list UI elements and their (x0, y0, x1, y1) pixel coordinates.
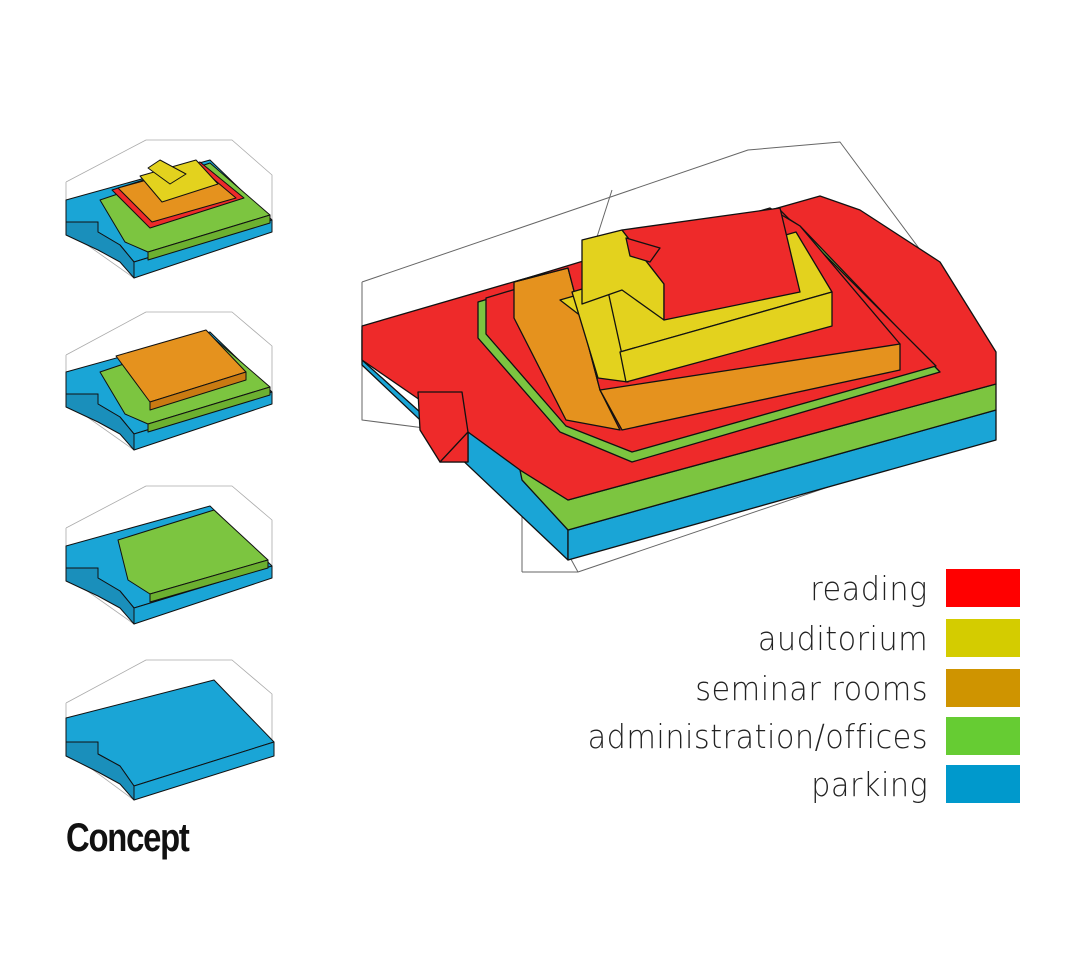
auditorium-top (147, 159, 187, 185)
auditorium-front (619, 291, 833, 383)
envelope-edge (595, 189, 613, 241)
legend-swatch (946, 569, 1020, 607)
reading-notch (417, 391, 469, 463)
legend-item-parking: parking (801, 764, 1020, 804)
main-axonometric (361, 141, 997, 573)
stage-diagram-parking (65, 659, 275, 801)
parking-front (133, 741, 275, 801)
legend-label: auditorium (757, 618, 928, 658)
legend-swatch (946, 619, 1020, 657)
administration-front (147, 214, 271, 261)
legend-label: parking (810, 764, 928, 804)
stage-diagram-administration (65, 485, 273, 625)
legend-label: reading (810, 568, 928, 608)
auditorium-tower-top (621, 207, 801, 321)
glass-envelope (361, 141, 997, 573)
legend-item-auditorium: auditorium (743, 618, 1020, 658)
legend-label: seminar rooms (695, 668, 928, 708)
legend-swatch (946, 717, 1020, 755)
legend-swatch (946, 765, 1020, 803)
stage-diagram-full-program (65, 139, 273, 279)
legend-swatch (946, 669, 1020, 707)
administration-front (149, 559, 269, 603)
seminar-step-front (599, 343, 901, 431)
legend-item-seminar-rooms: seminar rooms (675, 668, 1020, 708)
legend-label: administration/offices (587, 716, 928, 756)
seminar-front (149, 371, 247, 411)
stage-diagram-seminar (65, 311, 273, 451)
auditorium-roof-face (625, 237, 661, 263)
legend-item-administration: administration/offices (558, 716, 1020, 756)
legend-item-reading: reading (800, 568, 1020, 608)
concept-caption: Concept (66, 816, 190, 860)
administration-front (147, 386, 271, 433)
